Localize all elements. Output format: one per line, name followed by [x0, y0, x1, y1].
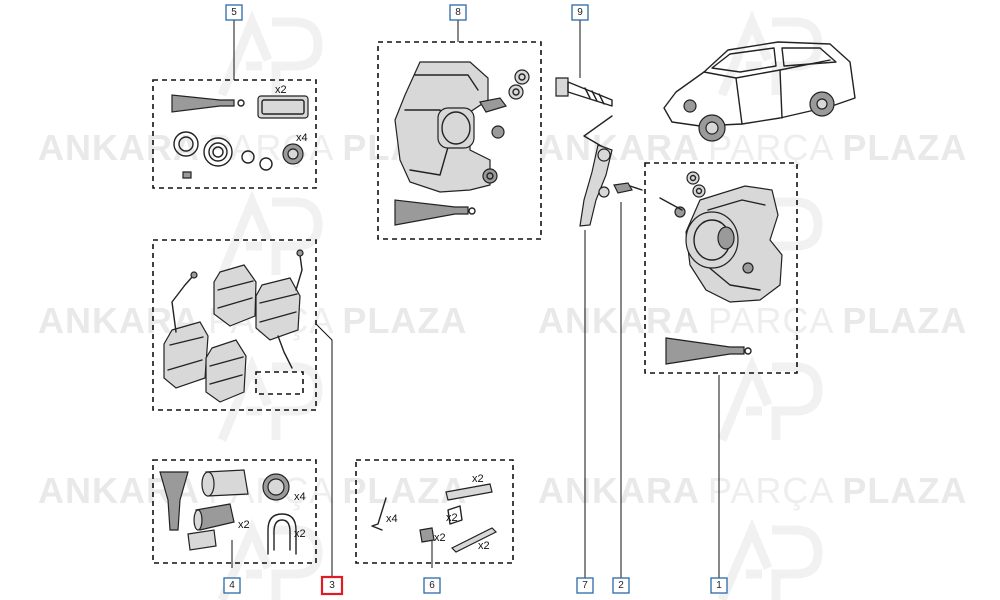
brake-pad-icon: [255, 249, 304, 369]
qty-label: x2: [434, 532, 446, 544]
brake-caliper-icon: [394, 61, 507, 193]
callout-labels: 5 8 9 4 3 6 7 2: [223, 4, 728, 596]
o-ring-icon: [259, 157, 273, 171]
svg-text:1: 1: [716, 580, 722, 591]
grease-tube-icon: [394, 199, 469, 226]
callout-7[interactable]: 7: [576, 577, 594, 594]
part-7-brake-hose: [579, 115, 613, 227]
kit-4-frame: [152, 459, 317, 564]
kit-3-brake-pads: [152, 239, 317, 411]
brake-hose-icon: [579, 144, 613, 227]
svg-text:5: 5: [231, 7, 237, 18]
qty-label: x2: [294, 528, 306, 540]
dust-boot-icon: [203, 137, 233, 167]
qty-label: x2: [446, 512, 458, 524]
retaining-clip-icon: [447, 505, 463, 525]
callout-8[interactable]: 8: [449, 4, 467, 21]
seal-ring-icon: [686, 171, 700, 185]
piston-seal-icon: [173, 131, 199, 157]
pad-sensor-slot: [255, 371, 304, 395]
callout-3[interactable]: 3: [320, 575, 344, 596]
anti-squeal-shim-icon: [445, 483, 493, 501]
spring-clip-icon: [267, 513, 297, 555]
callout-2[interactable]: 2: [612, 577, 630, 594]
kit-8-frame: [377, 41, 542, 240]
callout-4[interactable]: 4: [223, 577, 241, 594]
qty-label: x4: [296, 132, 308, 144]
qty-label: x4: [386, 513, 398, 525]
seal-ring-icon: [514, 69, 530, 85]
brake-pad-icon: [213, 264, 257, 327]
svg-text:6: 6: [429, 580, 435, 591]
grease-tube-icon: [665, 337, 745, 365]
qty-label: x2: [472, 473, 484, 485]
kit-8-caliper: [377, 41, 542, 240]
svg-text:3: 3: [329, 580, 335, 591]
qty-label: x2: [478, 540, 490, 552]
bleed-cap-icon: [182, 171, 192, 179]
spring-clip-icon: [371, 497, 387, 531]
kit-6-fitting-kit: x4 x2 x2 x2 x2: [355, 459, 514, 564]
kit-1-frame: [644, 162, 798, 374]
callout-9[interactable]: 9: [571, 4, 589, 21]
grease-sachet-icon: [257, 95, 309, 119]
bleed-cap-icon: [419, 527, 435, 543]
wear-indicator-wire-icon: [450, 527, 498, 553]
callout-1[interactable]: 1: [710, 577, 728, 594]
qty-label: x2: [238, 519, 250, 531]
brake-pad-icon: [205, 339, 247, 403]
qty-label: x2: [275, 84, 287, 96]
bleed-screw-icon: [613, 182, 633, 194]
kit-4-piston-kit: x4 x2 x2: [152, 459, 317, 564]
part-2-bleed-screw: [613, 182, 643, 194]
guide-bush-icon: [187, 529, 217, 551]
svg-text:9: 9: [577, 7, 583, 18]
kit-1-caliper-assembly: [644, 162, 798, 374]
callout-5[interactable]: 5: [225, 4, 243, 21]
kit-5-frame: [152, 79, 317, 189]
seal-ring-icon: [692, 184, 706, 198]
kit-5-seal-kit: x2 x4: [152, 79, 317, 189]
car-illustration: [663, 41, 856, 142]
svg-text:4: 4: [229, 580, 235, 591]
leader-lines: [231, 20, 720, 578]
svg-text:2: 2: [618, 580, 624, 591]
brake-pad-icon: [163, 271, 209, 389]
o-ring-icon: [241, 150, 255, 164]
svg-text:7: 7: [582, 580, 588, 591]
grease-tube-icon: [171, 94, 235, 113]
qty-label: x4: [294, 491, 306, 503]
part-9-bolt: [555, 77, 613, 107]
seal-ring-icon: [508, 84, 524, 100]
callout-6[interactable]: 6: [423, 577, 441, 594]
grease-tube-icon: [159, 471, 189, 531]
svg-text:8: 8: [455, 7, 461, 18]
kit-6-frame: [355, 459, 514, 564]
brake-caliper-icon: [659, 185, 783, 303]
kit-3-frame: [152, 239, 317, 411]
bolt-head-icon: [555, 77, 569, 97]
